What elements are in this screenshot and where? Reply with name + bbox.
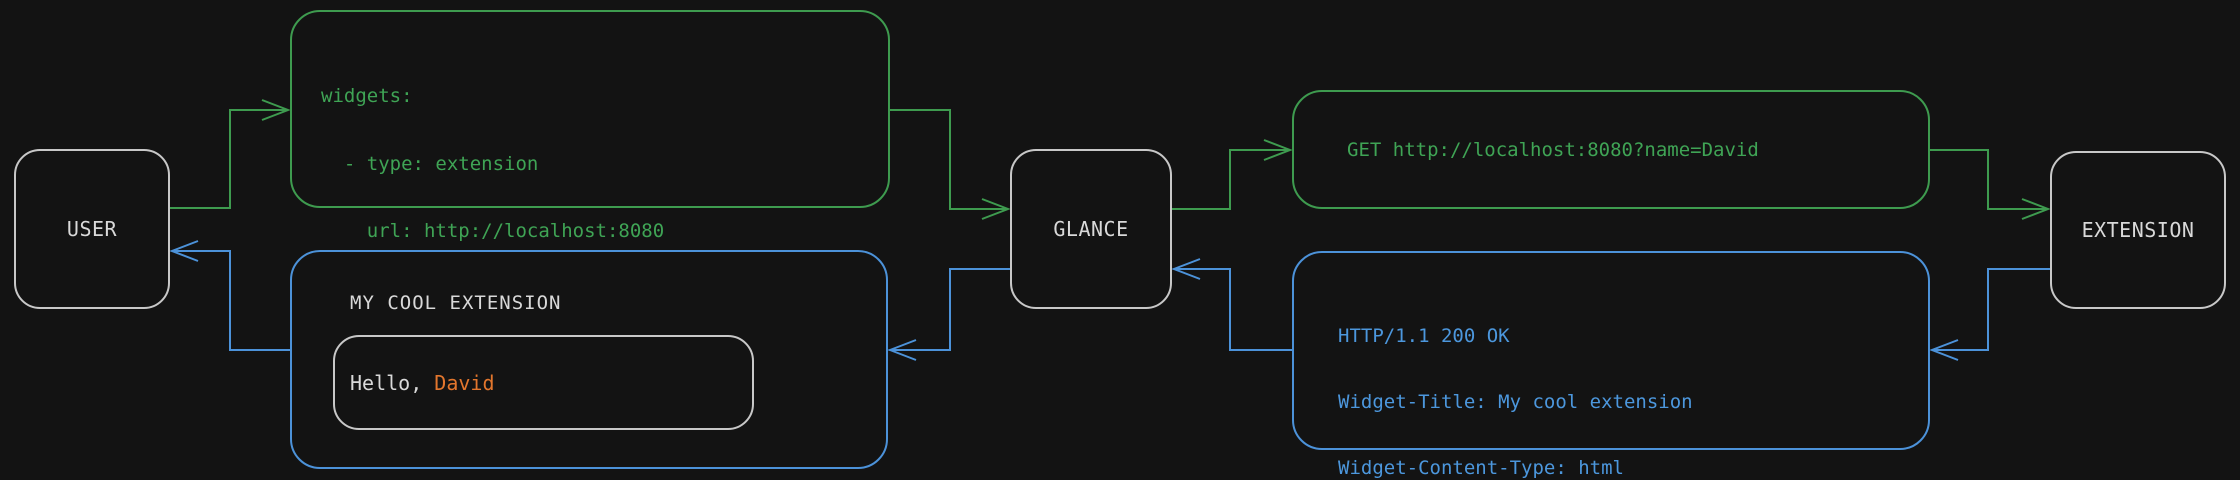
arrow-response-to-glance — [1171, 258, 1292, 351]
http-request-box: GET http://localhost:8080?name=David — [1292, 90, 1930, 209]
yaml-line: widgets: — [321, 85, 413, 107]
yaml-line: url: http://localhost:8080 — [321, 220, 665, 243]
greeting-text: Hello, David — [350, 371, 495, 395]
yaml-config-box: widgets: - type: extension url: http://l… — [290, 10, 890, 445]
http-response-code: HTTP/1.1 200 OK Widget-Title: My cool ex… — [1294, 253, 1928, 480]
yaml-line: - type: extension — [321, 152, 539, 175]
arrow-widget-to-user — [169, 240, 290, 351]
greeting-prefix: Hello, — [350, 370, 435, 395]
user-node: USER — [14, 149, 170, 309]
greeting-name: David — [434, 370, 495, 395]
widget-preview-box: MY COOL EXTENSION Hello, David — [290, 250, 888, 469]
arrow-user-to-config — [170, 99, 291, 209]
glance-node-label: GLANCE — [1053, 217, 1129, 241]
arrow-extension-to-response — [1929, 268, 2050, 361]
arrow-config-to-glance — [890, 109, 1011, 220]
extension-node-label: EXTENSION — [2081, 218, 2195, 242]
response-line: Widget-Title: My cool extension — [1338, 391, 1693, 414]
response-line: HTTP/1.1 200 OK — [1338, 325, 1510, 347]
arrow-request-to-extension — [1930, 149, 2051, 220]
arrow-glance-to-widget — [887, 268, 1010, 361]
user-node-label: USER — [66, 217, 118, 241]
arrow-glance-to-request — [1172, 139, 1293, 210]
http-request-text: GET http://localhost:8080?name=David — [1347, 138, 1759, 161]
widget-content-frame: Hello, David — [333, 335, 754, 430]
extension-node: EXTENSION — [2050, 151, 2226, 309]
widget-title: MY COOL EXTENSION — [350, 292, 562, 314]
glance-node: GLANCE — [1010, 149, 1172, 309]
response-line: Widget-Content-Type: html — [1338, 457, 1624, 480]
http-response-box: HTTP/1.1 200 OK Widget-Title: My cool ex… — [1292, 251, 1930, 479]
